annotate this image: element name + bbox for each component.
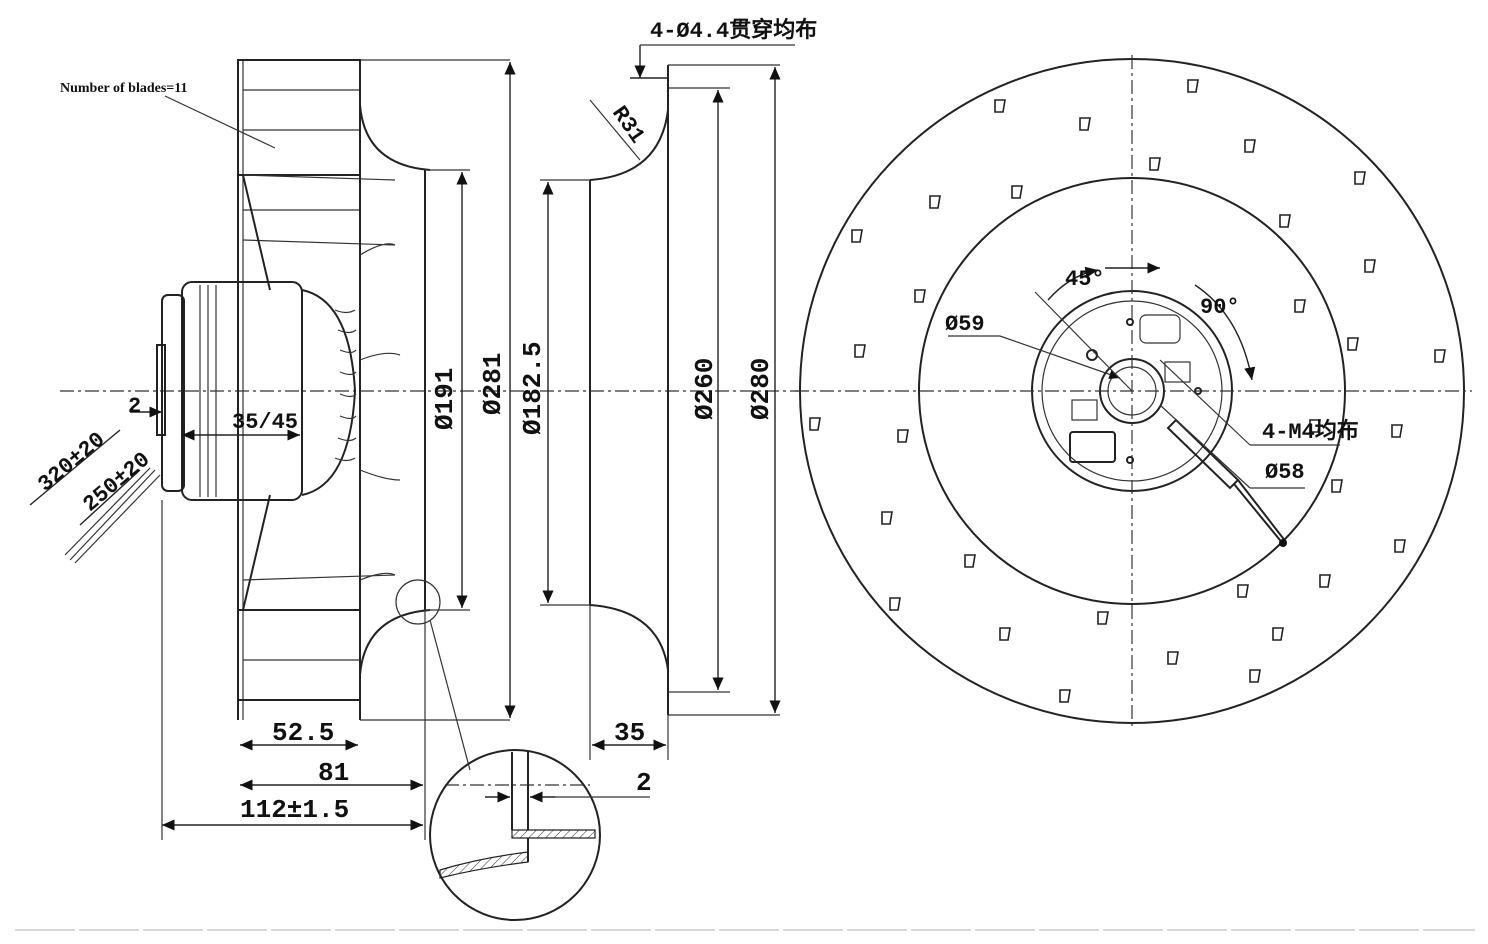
motor-rear-cap (161, 294, 185, 492)
w35-45-label: 35/45 (232, 410, 298, 435)
d182-5-label: Ø182.5 (518, 341, 548, 435)
blade-slots (809, 79, 1446, 703)
w52-5-label: 52.5 (272, 718, 334, 748)
upper-blade-block (237, 59, 361, 176)
motor-front (301, 289, 357, 496)
holes-label: 4-Ø4.4贯穿均布 (650, 17, 817, 44)
front-cable (1166, 418, 1240, 490)
w2-left-label: 2 (128, 394, 141, 419)
cable-bundle (64, 467, 161, 564)
shroud-curve-top (359, 104, 431, 171)
d260-label: Ø260 (690, 358, 720, 420)
m4-label: 4-M4均布 (1262, 418, 1359, 445)
d191-label: Ø191 (430, 368, 460, 430)
angle90-label: 90° (1200, 295, 1240, 320)
front-view (795, 55, 1472, 730)
d58-label: Ø58 (1265, 460, 1305, 485)
r31-label: R31 (606, 102, 649, 149)
shroud-curve-bottom (359, 609, 431, 676)
motor-body (181, 281, 303, 501)
d59-label: Ø59 (945, 312, 985, 337)
detail-marker (395, 579, 441, 625)
section-view (540, 44, 800, 760)
w35-label: 35 (614, 718, 645, 748)
w112-label: 112±1.5 (240, 795, 349, 825)
connector (156, 344, 166, 436)
motor-fins (334, 309, 357, 462)
w81-label: 81 (318, 758, 349, 788)
detail-view (429, 749, 650, 921)
lower-blade-block (237, 609, 361, 701)
angle45-label: 45° (1065, 267, 1105, 292)
side-view (60, 59, 530, 721)
d281-label: Ø281 (478, 353, 508, 415)
w2-detail-label: 2 (636, 768, 652, 798)
side-dimensions (29, 61, 516, 840)
blades-label: Number of blades=11 (60, 81, 188, 96)
d280-label: Ø280 (746, 358, 776, 420)
